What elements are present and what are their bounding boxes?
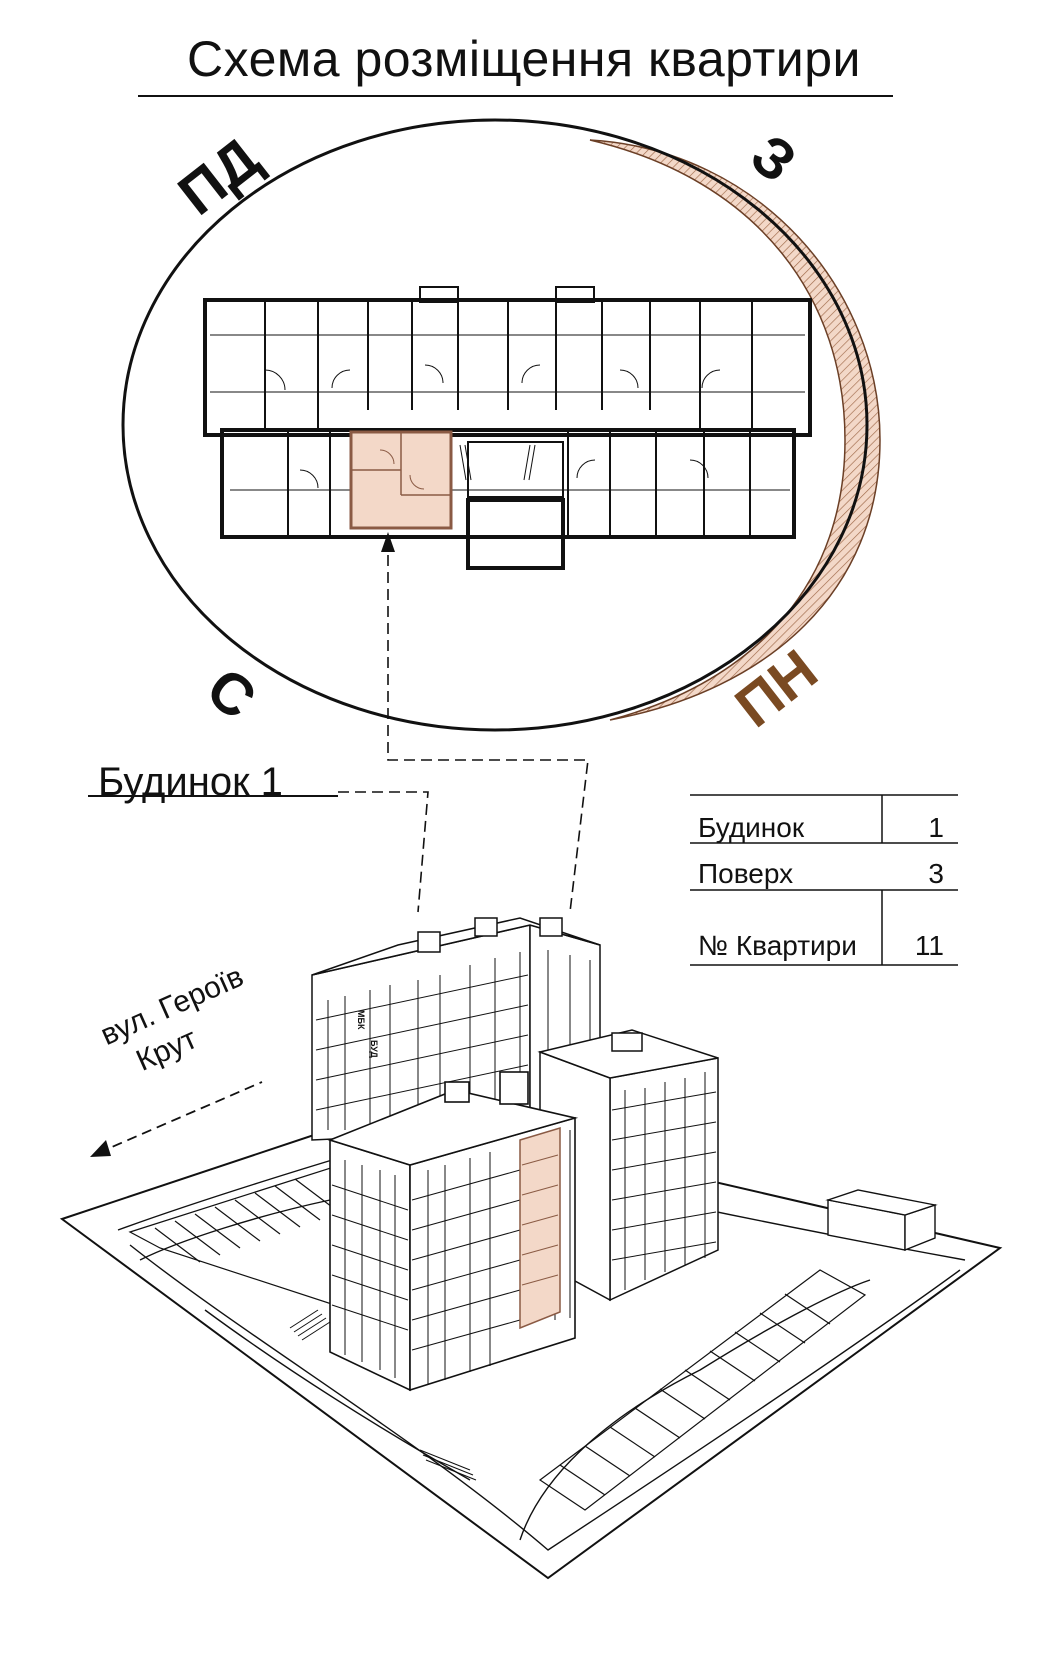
svg-text:БУД: БУД [369, 1040, 379, 1058]
leader-arrowhead [381, 532, 395, 552]
info-apartment-label: № Квартири [698, 930, 857, 961]
floor-plan [203, 286, 812, 570]
info-apartment-value: 11 [914, 930, 944, 961]
building-front [327, 1071, 579, 1392]
leader-dashed-line [338, 538, 589, 913]
info-row-floor: Поверх 3 [690, 854, 958, 894]
compass-crescent [589, 139, 881, 721]
info-building-value: 1 [928, 812, 944, 843]
info-row-building: Будинок 1 [690, 808, 958, 848]
facade-lettering: МБК БУД [356, 1010, 379, 1058]
parking-lot-right [538, 1269, 867, 1511]
info-floor-label: Поверх [698, 858, 794, 889]
info-row-apartment: № Квартири 11 [690, 926, 958, 966]
small-outbuilding [825, 1189, 938, 1252]
highlighted-apartment [349, 430, 453, 530]
info-building-label: Будинок [698, 812, 805, 843]
info-table-lines [690, 794, 958, 966]
street-arrow [90, 1081, 263, 1157]
highlighted-riser [519, 1126, 561, 1330]
svg-text:МБК: МБК [356, 1010, 366, 1030]
compass-ellipse [121, 118, 869, 732]
parking-lot-left [128, 1164, 351, 1311]
building-label: Будинок 1 [98, 760, 283, 804]
page-title: Схема розміщення квартири [187, 31, 861, 87]
stairs-hatch [289, 1309, 477, 1481]
info-floor-value: 3 [928, 858, 944, 889]
